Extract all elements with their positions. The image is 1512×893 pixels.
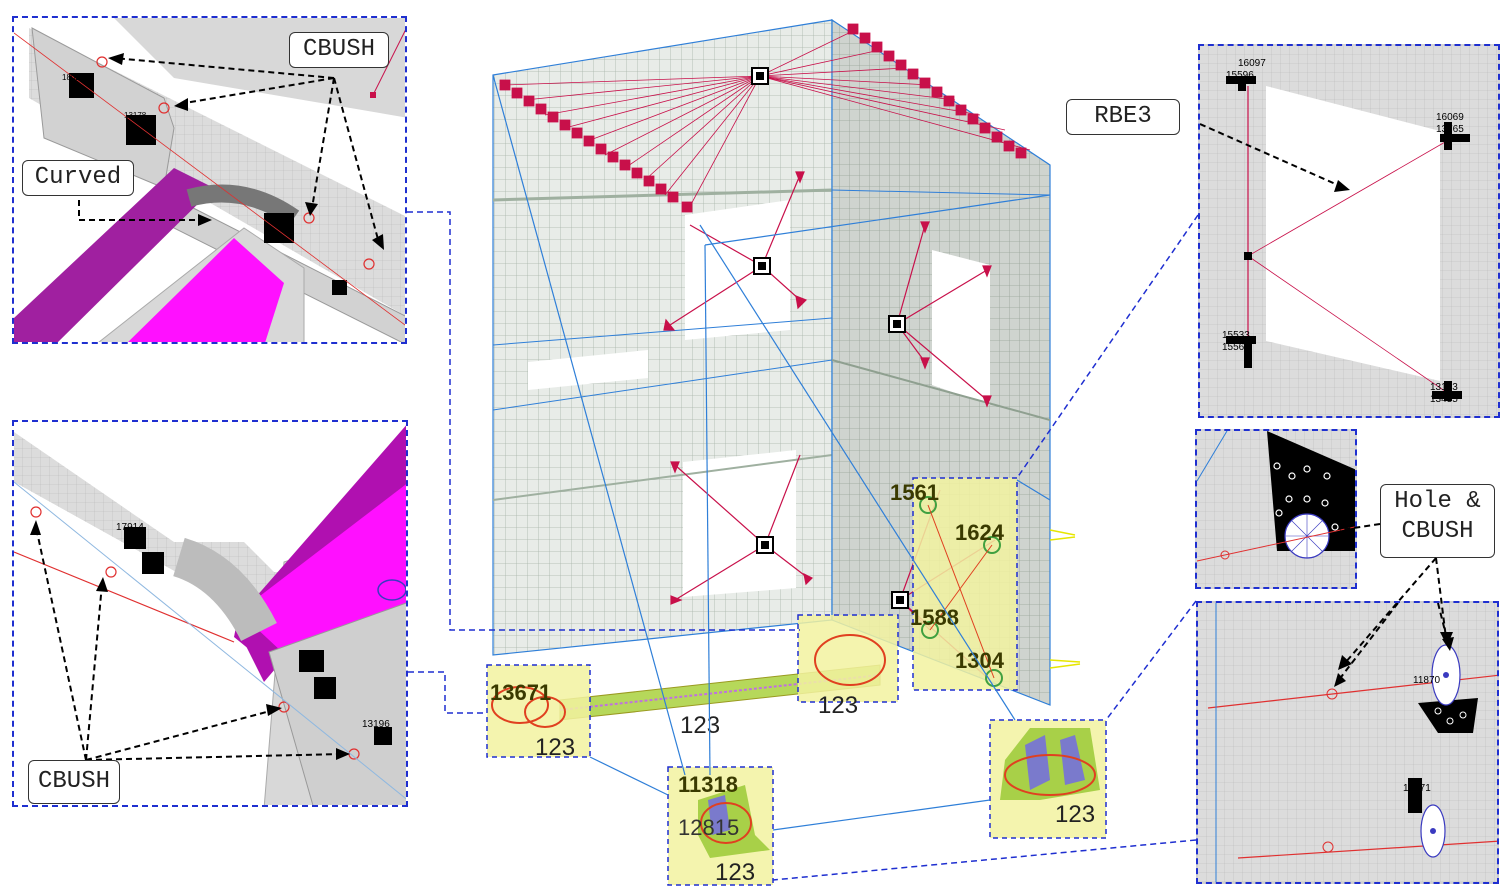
left-bracket-id-label: 13671 — [490, 680, 551, 705]
front-wall — [492, 19, 833, 656]
rbe3-node-tl-label: 16097 — [1238, 58, 1266, 69]
center-bracket-dof-label: 123 — [715, 859, 755, 886]
right-panel-id2-label: 1624 — [955, 520, 1005, 545]
rbe3-tee-blocks-icon — [1226, 76, 1470, 401]
support-details — [491, 496, 1100, 858]
right-bracket-dof-label: 123 — [1055, 801, 1095, 828]
detail-panel-rbe3[interactable]: 16097 15596 16069 13765 15533 15561 1314… — [1198, 44, 1500, 418]
rbe3-node-br2-label: 13435 — [1430, 394, 1458, 405]
hole-node-b-label: 12771 — [1403, 783, 1431, 794]
detail-panel-bottom-right[interactable]: 11870 12771 — [1196, 601, 1499, 884]
curved-callout: Curved — [22, 160, 134, 196]
rbe3-node-bl-label: 15533 — [1222, 330, 1250, 341]
hole-cbush-callout: Hole & CBUSH — [1380, 484, 1495, 558]
rbe3-node-tr2-label: 13765 — [1436, 124, 1464, 135]
left-node-b-label: 13196 — [362, 719, 390, 730]
detail-panel-hole[interactable] — [1195, 429, 1357, 589]
left-node-a-label: 17914 — [116, 522, 144, 533]
rbe3-node-br-label: 13143 — [1430, 382, 1458, 393]
hole-callout-line2: CBUSH — [1401, 518, 1474, 545]
rbe3-callout: RBE3 — [1066, 99, 1180, 135]
cbush-top-callout: CBUSH — [289, 32, 389, 68]
rbe3-node-tr-label: 16069 — [1436, 112, 1464, 123]
detail-panel-left[interactable]: 17914 13196 CBUSH — [12, 420, 408, 807]
right-panel-id1-label: 1561 — [890, 480, 939, 505]
left-bracket-dof-label: 123 — [535, 734, 575, 761]
beam-mid-dof-label: 123 — [680, 712, 720, 739]
top-rbe-front — [499, 23, 1031, 213]
mid-bracket-dof-label: 123 — [818, 692, 858, 719]
top-node-a-label: 18021 — [62, 73, 85, 82]
rbe3-node-tl2-label: 15596 — [1226, 70, 1254, 81]
right-panel-id4-label: 1304 — [955, 648, 1005, 673]
rbe3-node-bl2-label: 15561 — [1222, 342, 1250, 353]
detail-panel-top-left[interactable]: 18021 13178 CBUSH Curved — [12, 16, 407, 344]
hole-callout-line1: Hole & — [1394, 488, 1481, 515]
right-panel-id3-label: 1588 — [910, 605, 959, 630]
hole-node-a-label: 11870 — [1413, 675, 1441, 686]
bolt-blocks-icon — [124, 527, 392, 745]
top-node-b-label: 13178 — [124, 111, 147, 120]
center-bracket-id-label: 11318 — [678, 772, 738, 797]
center-bracket-id2-label: 12815 — [678, 815, 739, 840]
cbush-bottom-callout: CBUSH — [28, 760, 120, 804]
